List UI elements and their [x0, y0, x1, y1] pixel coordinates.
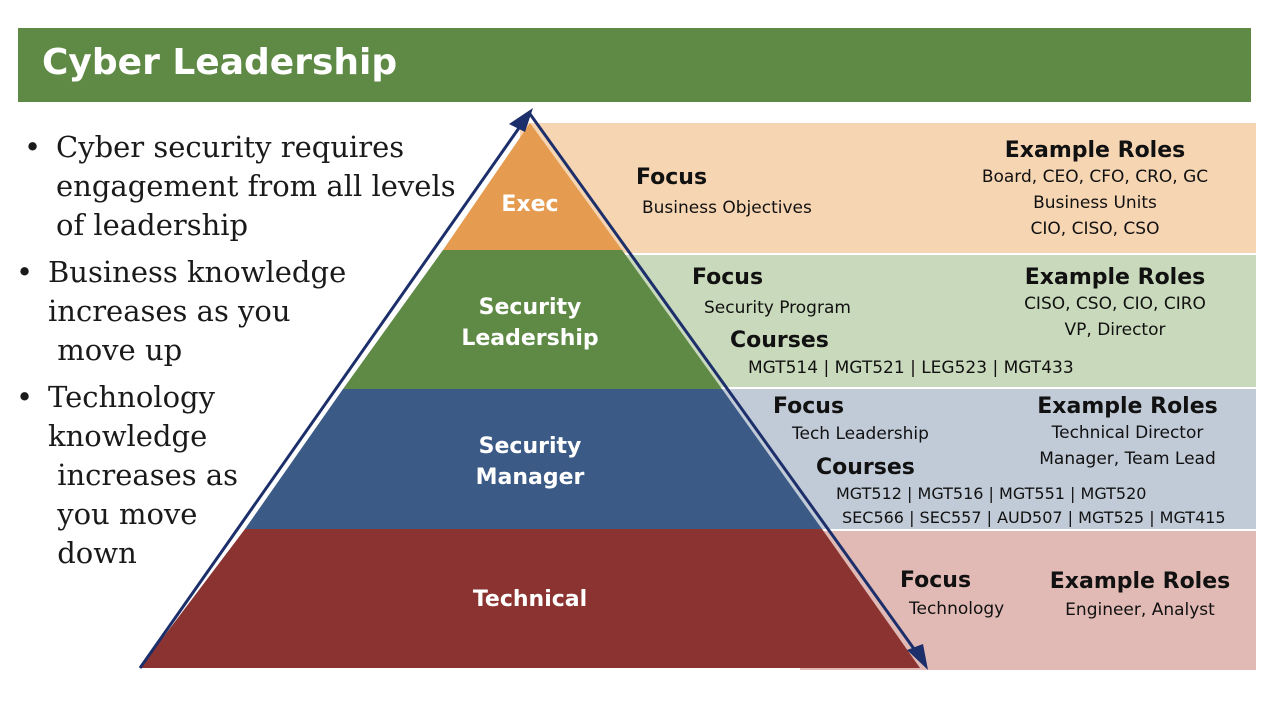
- leadership-courses-heading: Courses: [730, 328, 829, 353]
- manager-roles: Example Roles Technical Director Manager…: [1010, 394, 1245, 472]
- manager-role-line: Technical Director: [1051, 423, 1204, 443]
- technical-focus-heading: Focus: [900, 568, 972, 593]
- technical-tier: [140, 529, 920, 668]
- bullet-line: increases as you: [48, 294, 291, 328]
- exec-role-line: Board, CEO, CFO, CRO, GC: [981, 167, 1209, 187]
- title-bar: Cyber Leadership: [18, 28, 1251, 102]
- leadership-tier-label: Security Leadership: [440, 292, 620, 354]
- bullet-line: of leadership: [56, 208, 249, 242]
- bullet-item: Business knowledge increases as you move…: [14, 253, 462, 370]
- bullet-list: Cyber security requires engagement from …: [16, 128, 462, 581]
- bullet-line: move up: [48, 333, 183, 367]
- exec-roles-heading: Example Roles: [1004, 138, 1186, 163]
- exec-focus-heading: Focus: [636, 165, 708, 190]
- manager-tier: [245, 389, 822, 529]
- exec-role-line: Business Units: [1033, 193, 1157, 213]
- bullet-line: Technology: [48, 380, 215, 414]
- manager-label-line: Manager: [475, 465, 585, 490]
- right-arrow-icon: [528, 113, 928, 670]
- manager-courses-line: SEC566 | SEC557 | AUD507 | MGT525 | MGT4…: [842, 508, 1226, 527]
- manager-tier-label: Security Manager: [440, 431, 620, 493]
- leadership-role-line: VP, Director: [1064, 320, 1166, 340]
- leadership-focus-value: Security Program: [704, 298, 851, 318]
- manager-courses-line: MGT512 | MGT516 | MGT551 | MGT520: [836, 484, 1147, 503]
- leadership-roles: Example Roles CISO, CSO, CIO, CIRO VP, D…: [1000, 265, 1230, 343]
- exec-roles: Example Roles Board, CEO, CFO, CRO, GC B…: [950, 138, 1240, 242]
- technical-role-line: Engineer, Analyst: [1065, 600, 1215, 620]
- exec-role-line: CIO, CISO, CSO: [1030, 219, 1160, 239]
- manager-focus-heading: Focus: [773, 394, 845, 419]
- manager-role-line: Manager, Team Lead: [1039, 449, 1216, 469]
- leadership-courses-line: MGT514 | MGT521 | LEG523 | MGT433: [748, 358, 1074, 378]
- bullet-line: engagement from all levels: [56, 169, 456, 203]
- technical-focus-value: Technology: [909, 599, 1005, 619]
- bullet-line: you move: [48, 497, 198, 531]
- leadership-label-line: Security: [478, 295, 582, 320]
- bullet-item: Cyber security requires engagement from …: [22, 128, 462, 245]
- leadership-roles-heading: Example Roles: [1024, 265, 1206, 290]
- bullet-line: Business knowledge: [48, 255, 347, 289]
- exec-tier-label: Exec: [501, 192, 559, 217]
- left-arrow-icon: [138, 108, 533, 669]
- exec-tier-band: [520, 123, 1256, 253]
- leadership-role-line: CISO, CSO, CIO, CIRO: [1024, 294, 1206, 314]
- technical-tier-label: Technical: [472, 587, 588, 612]
- technical-roles: Example Roles Engineer, Analyst: [1030, 568, 1250, 624]
- leadership-label-line: Leadership: [461, 326, 599, 351]
- bullet-line: increases as: [48, 458, 239, 492]
- exec-tier: [443, 123, 622, 250]
- manager-courses-heading: Courses: [816, 455, 915, 480]
- exec-focus-value: Business Objectives: [642, 198, 812, 218]
- bullet-line: Cyber security requires: [56, 130, 405, 164]
- manager-focus-value: Tech Leadership: [792, 424, 929, 444]
- leadership-tier: [343, 250, 722, 389]
- bullet-line: knowledge: [48, 419, 208, 453]
- manager-label-line: Security: [478, 434, 582, 459]
- slide-title: Cyber Leadership: [42, 42, 398, 83]
- bullet-item: Technology knowledge increases as you mo…: [14, 378, 462, 573]
- bullet-line: down: [48, 536, 137, 570]
- manager-roles-heading: Example Roles: [1037, 394, 1218, 419]
- leadership-focus-heading: Focus: [692, 265, 764, 290]
- technical-roles-heading: Example Roles: [1049, 569, 1231, 594]
